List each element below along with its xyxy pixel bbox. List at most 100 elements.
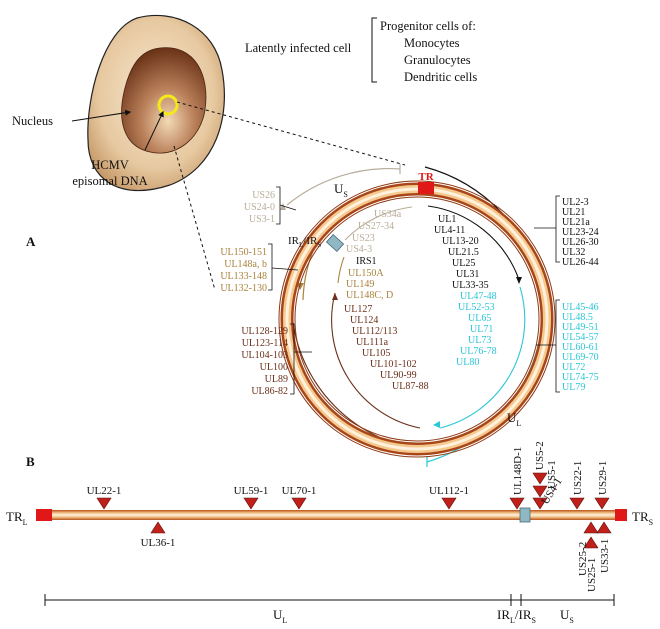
hcmv-label-1: HCMV — [91, 158, 129, 172]
label-us25-1: US25-1 — [586, 558, 598, 592]
label-ul70-1: UL70-1 — [282, 485, 317, 497]
label-us29-1: US29-1 — [597, 461, 609, 495]
inner-labels-tan: US34a US27-34 US23 US4-3 — [346, 209, 402, 255]
marker-ul36-1 — [150, 521, 166, 534]
cell-illustration — [87, 14, 225, 192]
gene-box-bottom-left: UL128-129 UL123-114 UL104-103 UL100 UL89… — [241, 323, 312, 397]
region-bracket — [44, 594, 615, 606]
progenitor-bracket — [371, 17, 377, 83]
label-ul148d-1: UL148D-1 — [512, 447, 524, 495]
latent-cell-label: Latently infected cell — [245, 41, 352, 55]
gene-box-left: UL150-151 UL148a, b UL133-148 UL132-130 — [220, 243, 299, 294]
panel-b-letter: B — [26, 454, 35, 469]
trs-label: TRS — [632, 509, 653, 527]
panel-a-letter: A — [26, 234, 36, 249]
svg-text:UL112/113: UL112/113 — [352, 326, 397, 337]
inner-labels-brown: UL127 UL124 UL112/113 UL111a UL105 UL101… — [344, 304, 429, 392]
svg-text:UL69-70: UL69-70 — [562, 352, 599, 363]
svg-text:UL133-148: UL133-148 — [220, 271, 267, 282]
gene-box-right-bottom: UL45-46 UL48.5 UL49-51 UL54-57 UL60-61 U… — [536, 299, 599, 393]
marker-us5-2 — [532, 472, 548, 485]
svg-text:UL100: UL100 — [260, 362, 288, 373]
hcmv-label-2: episomal DNA — [72, 174, 147, 188]
tr-marker — [418, 182, 434, 194]
svg-text:UL127: UL127 — [344, 304, 372, 315]
svg-text:UL47-48: UL47-48 — [460, 291, 497, 302]
trs-block — [615, 509, 627, 521]
svg-text:UL48.5: UL48.5 — [562, 312, 593, 323]
svg-text:UL79: UL79 — [562, 382, 585, 393]
progenitor-title: Progenitor cells of: — [380, 19, 476, 33]
svg-text:UL150-151: UL150-151 — [220, 247, 267, 258]
svg-text:UL149: UL149 — [346, 279, 374, 290]
marker-us5-1 — [532, 485, 548, 498]
svg-text:UL89: UL89 — [265, 374, 288, 385]
svg-text:UL26-44: UL26-44 — [562, 257, 599, 268]
label-ul59-1: UL59-1 — [234, 485, 269, 497]
svg-text:UL33-35: UL33-35 — [452, 280, 489, 291]
svg-text:UL148a, b: UL148a, b — [224, 259, 267, 270]
svg-text:UL45-46: UL45-46 — [562, 302, 599, 313]
hcmv-pointer — [144, 110, 164, 151]
svg-text:UL105: UL105 — [362, 348, 390, 359]
marker-ul70-1 — [291, 497, 307, 510]
marker-us25-2 — [583, 521, 599, 534]
svg-text:UL21.5: UL21.5 — [448, 247, 479, 258]
marker-us22-1 — [569, 497, 585, 510]
label-ul22-1: UL22-1 — [87, 485, 122, 497]
svg-text:UL73: UL73 — [468, 335, 491, 346]
marker-ul22-1 — [96, 497, 112, 510]
irl-irs-label: IRL/IRS — [288, 235, 321, 249]
marker-us25-1 — [583, 536, 599, 549]
trl-label: TRL — [6, 509, 28, 527]
svg-text:UL86-82: UL86-82 — [251, 386, 288, 397]
progenitor-item-monocytes: Monocytes — [404, 36, 460, 50]
svg-text:UL71: UL71 — [470, 324, 493, 335]
svg-text:UL80: UL80 — [456, 357, 479, 368]
genome-ring — [278, 180, 556, 458]
svg-text:UL2-3: UL2-3 — [562, 197, 589, 208]
inner-labels-black-right: UL1 UL4-11 UL13-20 UL21.5 UL25 UL31 UL33… — [434, 214, 489, 291]
label-us5-1: US5-1 — [546, 460, 558, 489]
svg-text:UL49-51: UL49-51 — [562, 322, 599, 333]
svg-text:UL132-130: UL132-130 — [220, 283, 267, 294]
linear-genome-bar — [50, 510, 620, 520]
label-us33-1: US33-1 — [599, 539, 611, 573]
progenitor-item-granulocytes: Granulocytes — [404, 53, 471, 67]
nucleus-shape — [121, 47, 207, 154]
label-ul112-1: UL112-1 — [429, 485, 469, 497]
svg-text:US26: US26 — [252, 190, 275, 201]
ul-label: UL — [507, 410, 521, 428]
zoom-line-bottom — [173, 145, 216, 291]
region-us-label: US — [560, 607, 574, 625]
svg-text:US3-1: US3-1 — [249, 214, 275, 225]
svg-text:UL104-103: UL104-103 — [241, 350, 288, 361]
svg-text:UL1: UL1 — [438, 214, 456, 225]
inner-labels-cyan: UL47-48 UL52-53 UL65 UL71 UL73 UL76-78 U… — [456, 291, 497, 368]
marker-ul112-1 — [441, 497, 457, 510]
svg-text:UL31: UL31 — [456, 269, 479, 280]
markers-below — [150, 521, 612, 549]
svg-text:UL25: UL25 — [452, 258, 475, 269]
svg-text:US4-3: US4-3 — [346, 244, 372, 255]
svg-text:UL90-99: UL90-99 — [380, 370, 417, 381]
marker-ul59-1 — [243, 497, 259, 510]
svg-text:US34a: US34a — [374, 209, 402, 220]
hcmv-episome-circle — [157, 94, 179, 116]
svg-text:UL150A: UL150A — [348, 268, 384, 279]
marker-us29-1 — [594, 497, 610, 510]
gene-box-right-top: UL2-3 UL21 UL21a UL23-24 UL26-30 UL32 UL… — [534, 195, 599, 268]
marker-ul148d-1 — [509, 497, 525, 510]
svg-text:UL128-129: UL128-129 — [241, 326, 288, 337]
region-ul-label: UL — [273, 607, 287, 625]
svg-text:UL123-114: UL123-114 — [242, 338, 288, 349]
svg-text:UL111a: UL111a — [356, 337, 389, 348]
marker-us33-1 — [596, 521, 612, 534]
label-us25-2: US25-2 — [577, 542, 589, 576]
label-ul36-1: UL36-1 — [141, 537, 176, 549]
svg-text:UL52-53: UL52-53 — [458, 302, 495, 313]
svg-text:UL54-57: UL54-57 — [562, 332, 599, 343]
svg-text:UL76-78: UL76-78 — [460, 346, 497, 357]
svg-text:UL26-30: UL26-30 — [562, 237, 599, 248]
